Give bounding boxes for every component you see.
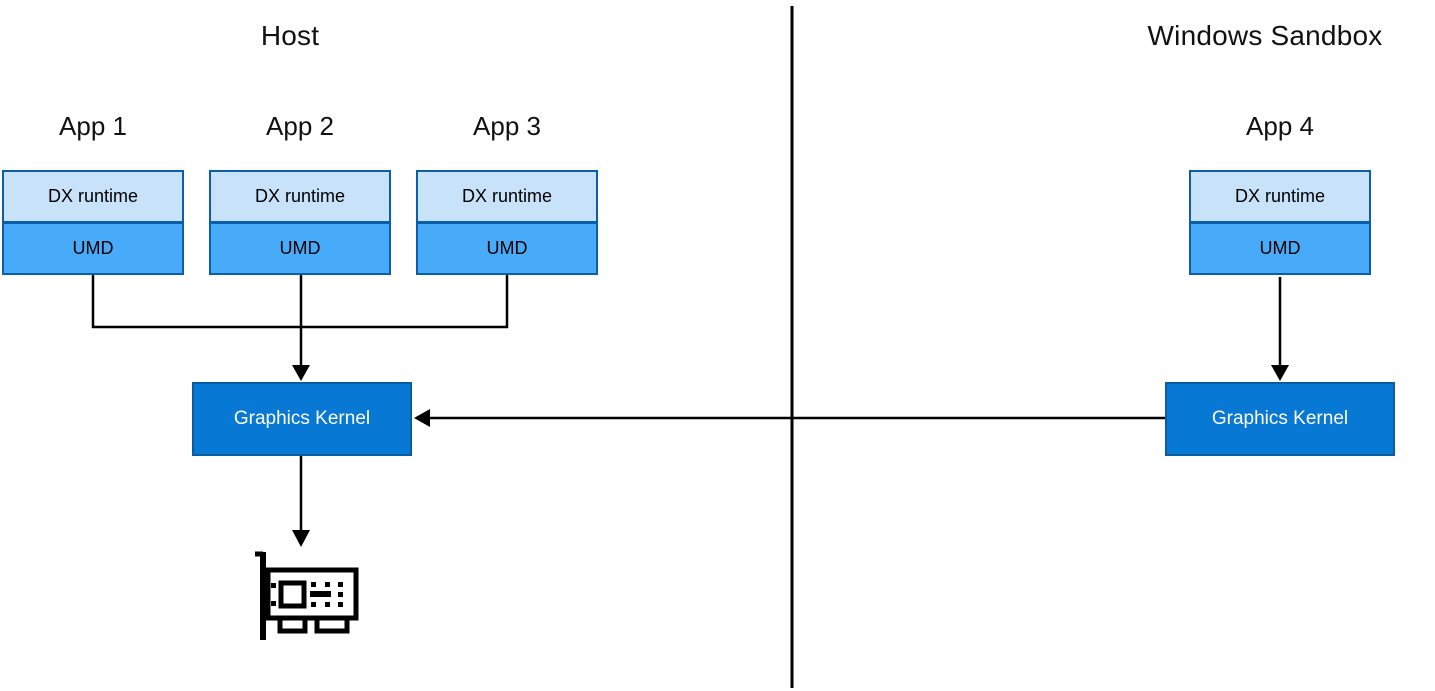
host-graphics-kernel-box: Graphics Kernel xyxy=(192,382,412,456)
graphics-card-icon xyxy=(255,551,359,640)
app2-umd-layer: UMD xyxy=(211,221,389,273)
app3-box: DX runtime UMD xyxy=(416,170,598,275)
host-section-title: Host xyxy=(260,20,320,51)
bus-to-host-kernel-arrowhead xyxy=(292,365,310,381)
app1-umd-layer: UMD xyxy=(4,221,182,273)
app2-box: DX runtime UMD xyxy=(209,170,391,275)
app1-title: App 1 xyxy=(59,111,127,141)
sandbox-section-title: Windows Sandbox xyxy=(1147,20,1383,51)
app4-dx-runtime-layer: DX runtime xyxy=(1191,172,1369,221)
app3-umd-layer: UMD xyxy=(418,221,596,273)
sandbox-kernel-to-host-kernel-arrowhead xyxy=(414,409,430,427)
app3-title: App 3 xyxy=(473,111,541,141)
sandbox-graphics-kernel-box: Graphics Kernel xyxy=(1165,382,1395,456)
app4-title: App 4 xyxy=(1246,111,1314,141)
app1-dx-runtime-layer: DX runtime xyxy=(4,172,182,221)
app4-to-sandbox-kernel-arrowhead xyxy=(1271,365,1289,381)
app2-dx-runtime-layer: DX runtime xyxy=(211,172,389,221)
app3-dx-runtime-layer: DX runtime xyxy=(418,172,596,221)
app2-title: App 2 xyxy=(266,111,334,141)
app1-box: DX runtime UMD xyxy=(2,170,184,275)
app4-umd-layer: UMD xyxy=(1191,221,1369,273)
app4-box: DX runtime UMD xyxy=(1189,170,1371,275)
